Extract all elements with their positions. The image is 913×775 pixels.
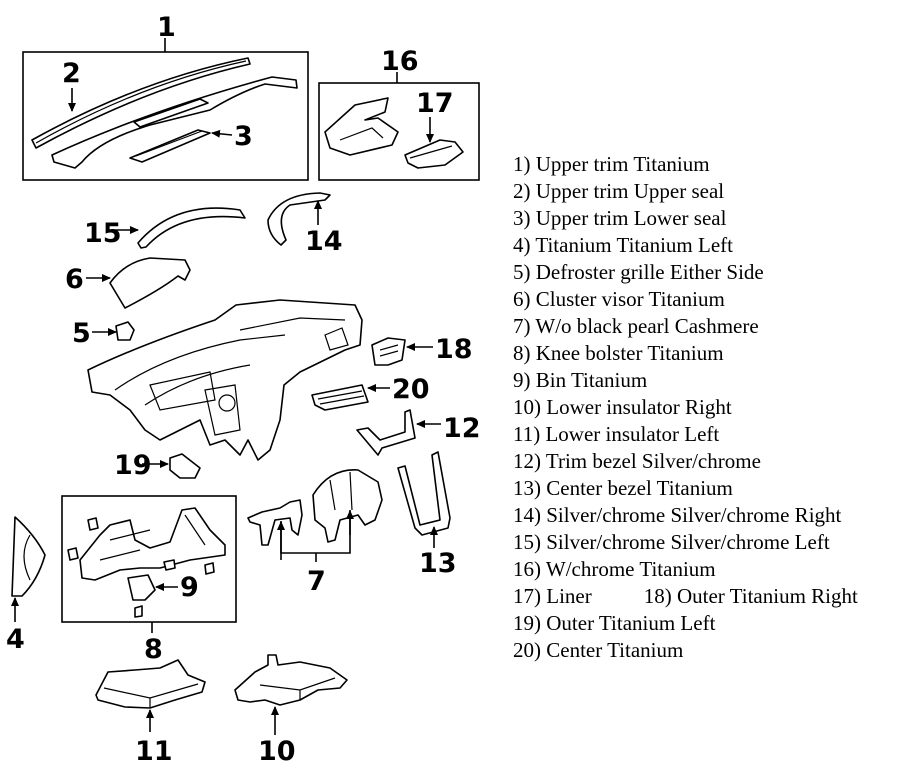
part-group-8: 8 9 (61, 495, 237, 665)
callout-11[interactable]: 11 (135, 736, 173, 767)
legend-item-8: 8) Knee bolster Titanium (513, 341, 724, 365)
legend-item-5: 5) Defroster grille Either Side (513, 260, 764, 284)
part-group-14-15: 15 14 (84, 192, 343, 257)
callout-8[interactable]: 8 (144, 634, 163, 665)
legend-item-19: 19) Outer Titanium Left (513, 611, 716, 635)
part-group-12: 12 (356, 409, 481, 456)
defroster-grille-part (115, 321, 135, 341)
end-cap-left-part (11, 516, 46, 597)
bracket-part (247, 499, 303, 546)
bin-part (127, 574, 156, 601)
callout-16[interactable]: 16 (381, 46, 419, 77)
legend-item-7: 7) W/o black pearl Cashmere (513, 314, 759, 338)
liner-part (404, 139, 464, 169)
callout-18[interactable]: 18 (435, 334, 473, 365)
callout-14[interactable]: 14 (305, 226, 343, 257)
part-group-16: 16 17 (318, 46, 480, 181)
callout-4[interactable]: 4 (6, 624, 25, 655)
legend-item-10: 10) Lower insulator Right (513, 395, 732, 419)
callout-2[interactable]: 2 (62, 58, 81, 89)
legend-item-16: 16) W/chrome Titanium (513, 557, 716, 581)
lower-seal-part (129, 129, 211, 163)
callout-7[interactable]: 7 (307, 566, 326, 597)
callout-9[interactable]: 9 (180, 572, 199, 603)
center-bezel-part (397, 451, 451, 536)
callout-6[interactable]: 6 (65, 264, 84, 295)
part-group-13: 13 (397, 451, 457, 579)
callout-17[interactable]: 17 (416, 88, 454, 119)
cluster-visor-part (109, 257, 191, 309)
lower-insulator-right-part (234, 654, 348, 706)
callout-15[interactable]: 15 (84, 218, 122, 249)
outer-vent-housing-part (324, 97, 399, 156)
callout-12[interactable]: 12 (443, 413, 481, 444)
legend-item-15: 15) Silver/chrome Silver/chrome Left (513, 530, 830, 554)
upper-seal-part (31, 57, 251, 149)
left-trim-strip-part (137, 207, 246, 249)
legend-item-13: 13) Center bezel Titanium (513, 476, 733, 500)
trim-bezel-part (356, 409, 416, 456)
callout-20[interactable]: 20 (392, 374, 430, 405)
knee-bolster-part (79, 507, 226, 581)
group-box-8 (61, 495, 237, 623)
legend-item-11: 11) Lower insulator Left (513, 422, 720, 446)
upper-trim-part (51, 76, 298, 169)
callout-5[interactable]: 5 (72, 318, 91, 349)
legend-item-6: 6) Cluster visor Titanium (513, 287, 725, 311)
part-group-7: 7 (247, 469, 383, 597)
part-group-4: 4 (6, 516, 46, 655)
lower-insulator-left-part (95, 659, 206, 709)
part-group-18: 18 (371, 334, 473, 366)
callout-1[interactable]: 1 (157, 12, 176, 43)
part-group-19: 19 (114, 450, 201, 481)
outer-vent-left-part (169, 453, 201, 479)
dashboard-assembly (87, 299, 363, 461)
legend-item-4: 4) Titanium Titanium Left (513, 233, 733, 257)
outer-vent-right-part (371, 337, 406, 366)
legend-item-12: 12) Trim bezel Silver/chrome (513, 449, 761, 473)
cluster-housing-part (312, 469, 383, 543)
part-group-1: 1 2 3 (22, 12, 309, 181)
center-vent-part (311, 384, 369, 411)
right-trim-strip-part (267, 192, 331, 246)
callout-3[interactable]: 3 (234, 121, 253, 152)
legend-item-9: 9) Bin Titanium (513, 368, 648, 392)
legend-item-20: 20) Center Titanium (513, 638, 684, 662)
legend-item-3: 3) Upper trim Lower seal (513, 206, 727, 230)
part-group-10: 10 (234, 654, 348, 767)
legend-item-1: 1) Upper trim Titanium (513, 152, 710, 176)
callout-10[interactable]: 10 (258, 736, 296, 767)
callout-13[interactable]: 13 (419, 548, 457, 579)
callout-19[interactable]: 19 (114, 450, 152, 481)
part-group-20: 20 (311, 374, 430, 411)
legend-item-2: 2) Upper trim Upper seal (513, 179, 725, 203)
part-group-11: 11 (95, 659, 206, 767)
group-box-16 (318, 82, 480, 181)
part-group-5: 5 (72, 318, 135, 349)
part-group-6: 6 (65, 257, 191, 309)
dashboard-part (87, 299, 363, 461)
parts-legend: 1) Upper trim Titanium 2) Upper trim Upp… (513, 151, 913, 664)
legend-item-14: 14) Silver/chrome Silver/chrome Right (513, 503, 842, 527)
